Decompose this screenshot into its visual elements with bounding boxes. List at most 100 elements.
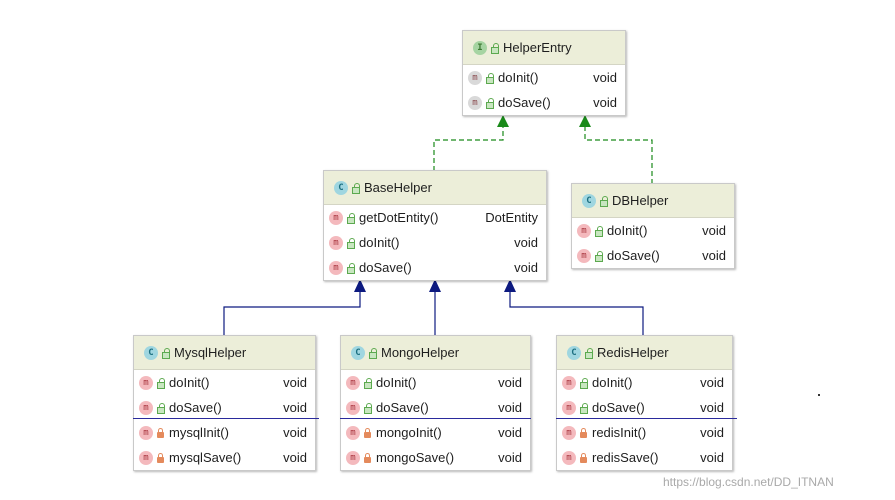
method-icon: m <box>468 95 482 110</box>
method-row[interactable]: m doInit() void <box>572 218 734 243</box>
class-box-mysqlhelper[interactable]: C MysqlHelper m doInit() void m doSave()… <box>133 335 316 471</box>
method-row[interactable]: m mysqlSave() void <box>134 445 315 470</box>
return-type: void <box>283 400 307 415</box>
return-type: void <box>700 375 724 390</box>
method-icon: m <box>346 425 360 440</box>
method-name: doInit() <box>376 375 417 390</box>
method-name: redisSave() <box>592 450 659 465</box>
class-header: C DBHelper <box>572 184 734 218</box>
stray-dot <box>818 394 820 396</box>
method-icon: m <box>139 425 153 440</box>
public-lock-icon <box>156 377 166 389</box>
method-name: doInit() <box>498 70 539 85</box>
method-icon: m <box>562 375 576 390</box>
class-header: C BaseHelper <box>324 171 546 205</box>
method-name: doInit() <box>169 375 210 390</box>
watermark: https://blog.csdn.net/DD_ITNAN <box>663 475 834 489</box>
method-icon: m <box>346 400 360 415</box>
method-name: redisInit() <box>592 425 647 440</box>
method-row[interactable]: m mysqlInit() void <box>134 420 315 445</box>
class-icon: C <box>582 193 596 208</box>
return-type: void <box>700 425 724 440</box>
public-lock-icon <box>161 347 171 359</box>
class-header: C RedisHelper <box>557 336 732 370</box>
method-row[interactable]: m doSave() void <box>324 255 546 280</box>
method-name: mongoSave() <box>376 450 455 465</box>
method-name: doSave() <box>607 248 660 263</box>
private-lock-icon <box>579 427 589 438</box>
method-row[interactable]: m doSave() void <box>341 395 530 420</box>
class-box-basehelper[interactable]: C BaseHelper m getDotEntity() DotEntity … <box>323 170 547 281</box>
class-box-redishelper[interactable]: C RedisHelper m doInit() void m doSave()… <box>556 335 733 471</box>
extends-edge-mysqlhelper <box>223 292 361 336</box>
method-row[interactable]: m mongoInit() void <box>341 420 530 445</box>
class-box-helperentry[interactable]: I HelperEntry m doInit() void m doSave()… <box>462 30 626 116</box>
class-name: BaseHelper <box>364 180 432 195</box>
extends-arrowhead-redishelper <box>504 279 516 292</box>
public-lock-icon <box>368 347 378 359</box>
method-row[interactable]: m doInit() void <box>341 370 530 395</box>
method-row[interactable]: m doSave() void <box>463 90 625 115</box>
class-name: DBHelper <box>612 193 669 208</box>
return-type: void <box>498 450 522 465</box>
method-row[interactable]: m doInit() void <box>463 65 625 90</box>
method-icon: m <box>139 375 153 390</box>
implements-edge-dbhelper <box>584 127 653 184</box>
method-name: doSave() <box>359 260 412 275</box>
method-icon: m <box>468 70 482 85</box>
private-lock-icon <box>363 452 373 463</box>
public-lock-icon <box>485 97 495 109</box>
public-lock-icon <box>594 225 604 237</box>
method-row[interactable]: m redisSave() void <box>557 445 732 470</box>
method-row[interactable]: m getDotEntity() DotEntity <box>324 205 546 230</box>
class-icon: C <box>567 345 581 360</box>
method-row[interactable]: m doInit() void <box>324 230 546 255</box>
extends-arrowhead-mysqlhelper <box>354 279 366 292</box>
method-icon: m <box>577 223 591 238</box>
method-icon: m <box>329 235 343 250</box>
method-icon: m <box>139 400 153 415</box>
class-icon: C <box>144 345 158 360</box>
class-box-dbhelper[interactable]: C DBHelper m doInit() void m doSave() vo… <box>571 183 735 269</box>
public-lock-icon <box>594 250 604 262</box>
class-name: MongoHelper <box>381 345 460 360</box>
class-box-mongohelper[interactable]: C MongoHelper m doInit() void m doSave()… <box>340 335 531 471</box>
public-lock-icon <box>579 377 589 389</box>
method-name: doSave() <box>592 400 645 415</box>
return-type: void <box>498 400 522 415</box>
return-type: void <box>283 450 307 465</box>
method-icon: m <box>562 450 576 465</box>
public-lock-icon <box>346 237 356 249</box>
method-name: mysqlInit() <box>169 425 229 440</box>
method-row[interactable]: m redisInit() void <box>557 420 732 445</box>
method-row[interactable]: m doInit() void <box>557 370 732 395</box>
method-icon: m <box>346 375 360 390</box>
return-type: void <box>283 425 307 440</box>
extends-arrowhead-mongohelper <box>429 279 441 292</box>
extends-edge-redishelper <box>509 292 644 336</box>
class-header: I HelperEntry <box>463 31 625 65</box>
return-type: void <box>593 70 617 85</box>
private-lock-icon <box>156 452 166 463</box>
public-lock-icon <box>363 377 373 389</box>
method-row[interactable]: m doSave() void <box>134 395 315 420</box>
method-name: getDotEntity() <box>359 210 439 225</box>
method-row[interactable]: m doInit() void <box>134 370 315 395</box>
public-lock-icon <box>346 212 356 224</box>
method-icon: m <box>577 248 591 263</box>
public-lock-icon <box>490 42 500 54</box>
public-lock-icon <box>351 182 361 194</box>
public-lock-icon <box>363 402 373 414</box>
class-icon: C <box>351 345 365 360</box>
return-type: void <box>593 95 617 110</box>
class-name: RedisHelper <box>597 345 669 360</box>
return-type: DotEntity <box>485 210 538 225</box>
method-row[interactable]: m doSave() void <box>572 243 734 268</box>
implements-arrowhead-basehelper <box>497 115 509 127</box>
method-row[interactable]: m mongoSave() void <box>341 445 530 470</box>
method-row[interactable]: m doSave() void <box>557 395 732 420</box>
return-type: void <box>514 235 538 250</box>
method-name: doInit() <box>592 375 633 390</box>
method-name: mysqlSave() <box>169 450 242 465</box>
